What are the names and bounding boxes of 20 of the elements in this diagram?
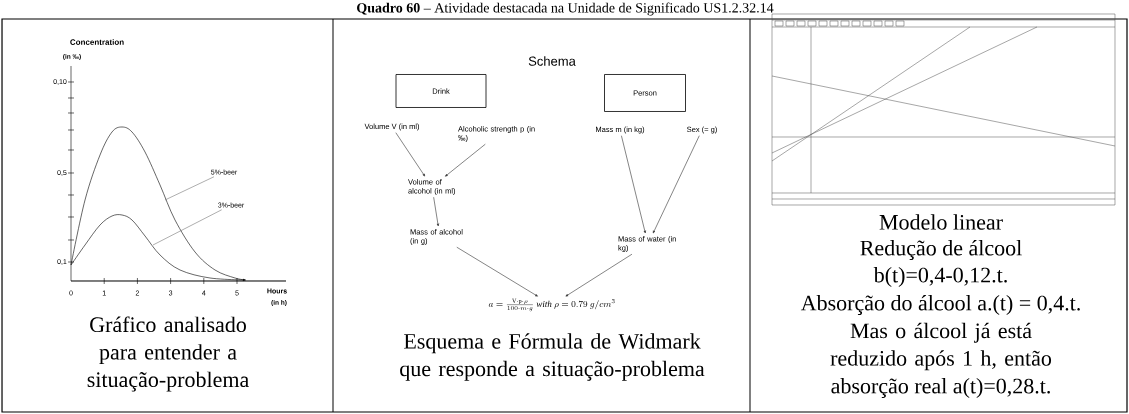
caption: absorção real a(t)=0,28.t. [831, 378, 1050, 398]
arrow [395, 132, 426, 177]
caption: Modelo linear [879, 214, 1003, 230]
arrow [621, 135, 646, 234]
arrow [456, 246, 538, 297]
arrow [652, 135, 700, 234]
formula: $a=\frac{\mathrm{V}\cdot\mathrm{p}\cdot\rho}{100\cdot m\cdot g}\ \mathit{with}\ \rho=0.79\ g/cm^{3}$ [488, 298, 615, 312]
axis-title: Concentration [70, 39, 124, 45]
leader-line [164, 176, 215, 201]
caption: b(t)=0,4-0,12.t. [873, 267, 1007, 287]
caption: Absorção do álcool a.(t) = 0,4.t. [800, 295, 1080, 315]
arrow [565, 253, 633, 297]
caption: Gráfico analisado para entender a situação-problema [87, 316, 249, 392]
arrow [433, 196, 440, 227]
schema-title: Schema [528, 56, 576, 66]
arrow [445, 143, 486, 177]
caption: Esquema e Fórmula de Widmark que responde a situação-problema [400, 333, 705, 381]
caption: Redução de álcool [860, 240, 1022, 260]
table-title: Quadro 60 – Atividade destacada na Unidade de Significado US1.2.32.14 [357, 2, 774, 16]
leader-line [152, 209, 222, 246]
